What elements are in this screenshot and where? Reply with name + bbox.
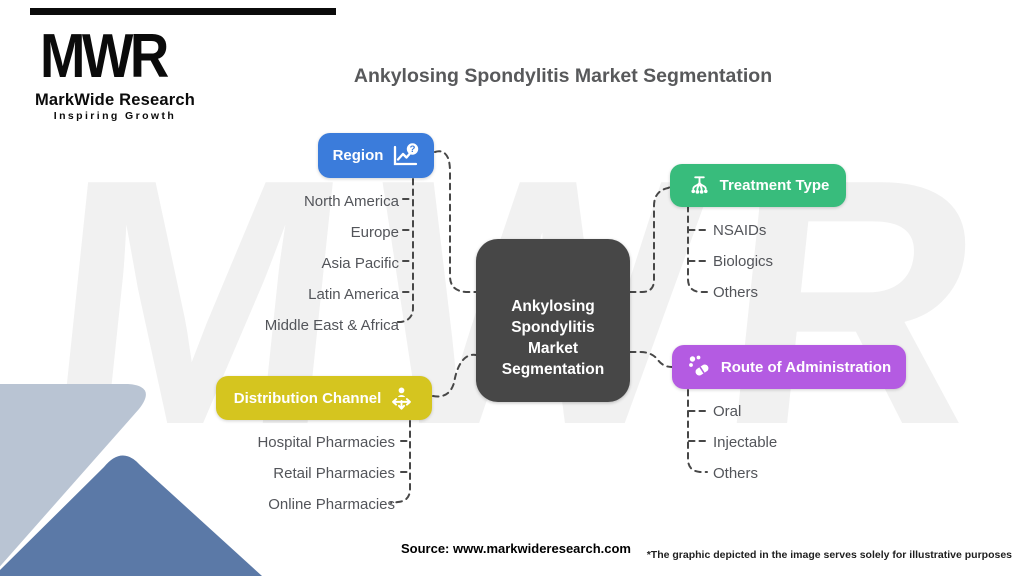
connector-center-to-treatment [629, 186, 671, 293]
list-item: Europe [350, 224, 399, 241]
distribution-channel-node-label: Distribution Channel [233, 389, 382, 407]
treatment-type-node-label: Treatment Type [719, 177, 830, 194]
center-node-label: Ankylosing Spondylitis Market Segmentati… [501, 298, 605, 378]
distribution-channel-items-list: Hospital Pharmacies Retail Pharmacies On… [120, 427, 395, 520]
corner-shape-light [0, 384, 146, 567]
connector-distribution-items [390, 420, 411, 504]
markwide-logo-name: MarkWide Research [34, 91, 196, 109]
list-item: Latin America [308, 286, 399, 303]
connector-region-items [393, 178, 414, 323]
list-item: Middle East & Africa [264, 317, 399, 334]
chart-growth-question-icon: ? [391, 142, 419, 169]
list-item: Online Pharmacies [268, 496, 395, 513]
connector-treatment-items [687, 205, 708, 293]
distribution-channel-node: Distribution Channel [216, 376, 432, 420]
region-node-label: Region [332, 147, 384, 164]
disclaimer-note: *The graphic depicted in the image serve… [646, 549, 1012, 561]
region-items-list: North America Europe Asia Pacific Latin … [120, 186, 399, 341]
connector-center-to-route [629, 351, 673, 368]
hierarchy-tree-icon [687, 173, 712, 198]
markwide-logo-tagline: Inspiring Growth [53, 110, 177, 122]
page-title: Ankylosing Spondylitis Market Segmentati… [353, 65, 773, 87]
list-item: Oral [713, 403, 742, 420]
list-item: Hospital Pharmacies [257, 434, 395, 451]
treatment-type-node: Treatment Type [670, 164, 846, 207]
treatment-type-items-list: NSAIDs Biologics Others [713, 215, 773, 308]
corner-shape-dark [0, 455, 262, 576]
list-item: Others [713, 284, 759, 301]
list-item: NSAIDs [713, 222, 767, 239]
route-of-administration-node-label: Route of Administration [720, 358, 892, 376]
route-of-administration-items-list: Oral Injectable Others [713, 396, 777, 489]
connector-route-items [687, 389, 708, 473]
list-item: North America [303, 193, 399, 210]
pills-icon [687, 354, 713, 380]
list-item: Retail Pharmacies [273, 465, 395, 482]
center-node: Ankylosing Spondylitis Market Segmentati… [476, 239, 630, 402]
region-node: Region ? [318, 133, 434, 178]
connector-distribution-to-center [432, 353, 477, 398]
list-item: Others [713, 465, 759, 482]
list-item: Biologics [713, 253, 774, 270]
connector-region-to-center [434, 150, 477, 293]
logo-top-bar [30, 8, 336, 15]
svg-text:?: ? [410, 144, 416, 155]
list-item: Asia Pacific [321, 255, 399, 272]
person-distribution-arrows-icon [389, 386, 414, 411]
route-of-administration-node: Route of Administration [672, 345, 906, 389]
markwide-logo-mark: MWR [40, 22, 169, 91]
list-item: Injectable [713, 434, 778, 451]
source-note: Source: www.markwideresearch.com [400, 541, 631, 556]
